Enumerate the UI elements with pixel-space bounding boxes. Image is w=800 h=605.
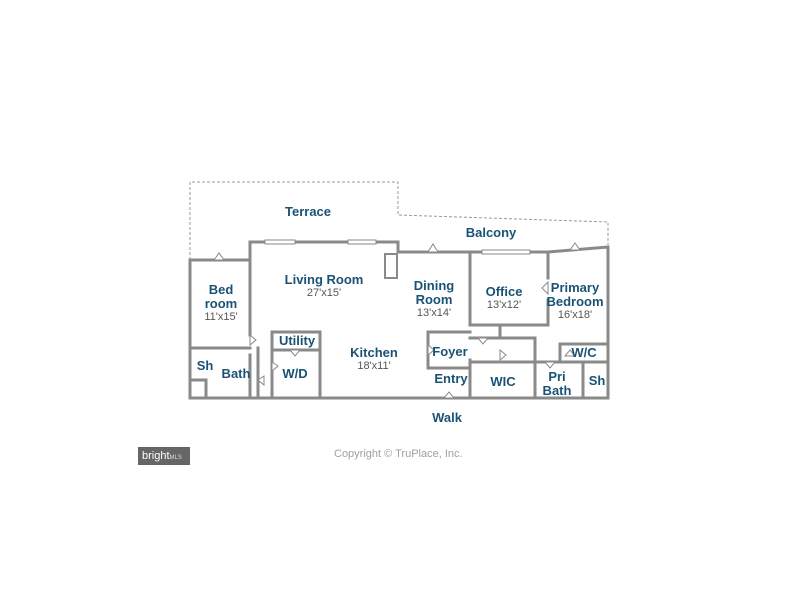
kitchen-dim: 18'x11'	[357, 360, 391, 372]
office-name: Office	[485, 284, 523, 299]
label-wic: WIC	[490, 375, 515, 389]
label-entry: Entry	[434, 372, 467, 386]
label-foyer: Foyer	[432, 345, 467, 359]
door-dining-balcony	[427, 243, 439, 253]
door-utility	[288, 349, 302, 357]
kitchen-column	[384, 253, 398, 279]
door-primary	[541, 280, 549, 296]
pri-bath-line1: Pri	[548, 369, 566, 384]
dining-name-line1: Dining	[413, 278, 455, 293]
terrace-outline	[189, 181, 609, 260]
office-dim: 13'x12'	[486, 299, 522, 311]
label-primary-bedroom: Primary Bedroom 16'x18'	[546, 281, 603, 322]
door-swings	[213, 242, 581, 399]
brand-suffix: MLS	[169, 455, 182, 461]
windows	[264, 239, 531, 255]
dining-dim: 13'x14'	[416, 307, 452, 319]
living-room-name: Living Room	[284, 272, 364, 287]
label-living-room: Living Room 27'x15'	[285, 273, 364, 300]
door-primary-balcony	[569, 242, 581, 251]
door-bedroom-terrace	[213, 252, 225, 261]
label-office: Office 13'x12'	[486, 285, 523, 312]
label-terrace: Terrace	[285, 205, 331, 219]
door-wc	[563, 349, 577, 357]
label-bath: Bath	[222, 367, 251, 381]
outdoor-outline	[189, 181, 609, 260]
dining-name-line2: Room	[415, 292, 453, 307]
bath-name: Bath	[221, 366, 251, 381]
primary-dim: 16'x18'	[557, 309, 593, 321]
copyright-text: Copyright © TruPlace, Inc.	[334, 448, 463, 460]
door-entry	[442, 391, 456, 399]
label-dining-room: Dining Room 13'x14'	[414, 279, 454, 320]
brand-name: bright	[142, 450, 170, 462]
bedroom-dim: 11'x15'	[204, 311, 238, 323]
walls	[188, 240, 610, 400]
label-utility: Utility	[279, 334, 315, 348]
label-sh-right: Sh	[589, 374, 606, 388]
door-wd	[271, 361, 279, 373]
living-room-dim: 27'x15'	[306, 287, 342, 299]
label-pri-bath: Pri Bath	[543, 370, 572, 398]
label-wd: W/D	[282, 367, 307, 381]
label-wc: W/C	[571, 346, 596, 360]
pri-bath-line2: Bath	[542, 383, 572, 398]
label-bedroom: Bed room 11'x15'	[204, 283, 237, 324]
kitchen-name: Kitchen	[350, 345, 398, 360]
utility-name: Utility	[278, 333, 316, 348]
door-office	[476, 337, 490, 345]
window-living-2	[347, 239, 377, 245]
entry-name: Entry	[434, 371, 468, 386]
walk-name: Walk	[432, 410, 462, 425]
terrace-name: Terrace	[284, 204, 332, 219]
door-wic	[499, 348, 507, 362]
label-sh-left: Sh	[197, 359, 214, 373]
balcony-name: Balcony	[465, 225, 517, 240]
wd-name: W/D	[282, 366, 308, 381]
label-walk: Walk	[432, 411, 462, 425]
sh-right-name: Sh	[588, 373, 606, 388]
label-kitchen: Kitchen 18'x11'	[350, 346, 398, 373]
door-foyer-closet	[427, 343, 435, 357]
sh-left-name: Sh	[196, 358, 214, 373]
primary-name-line1: Primary	[550, 280, 600, 295]
window-living-1	[264, 239, 296, 245]
bedroom-name-line2: room	[204, 296, 238, 311]
brand-logo: brightMLS	[138, 447, 190, 465]
door-pribath	[543, 361, 557, 369]
wc-name: W/C	[571, 345, 597, 360]
door-bedroom	[249, 333, 257, 347]
window-office	[481, 249, 531, 255]
bedroom-name-line1: Bed	[208, 282, 234, 297]
primary-name-line2: Bedroom	[546, 294, 604, 309]
door-bath	[257, 375, 265, 387]
wic-name: WIC	[490, 374, 516, 389]
foyer-name: Foyer	[432, 344, 468, 359]
label-balcony: Balcony	[466, 226, 517, 240]
